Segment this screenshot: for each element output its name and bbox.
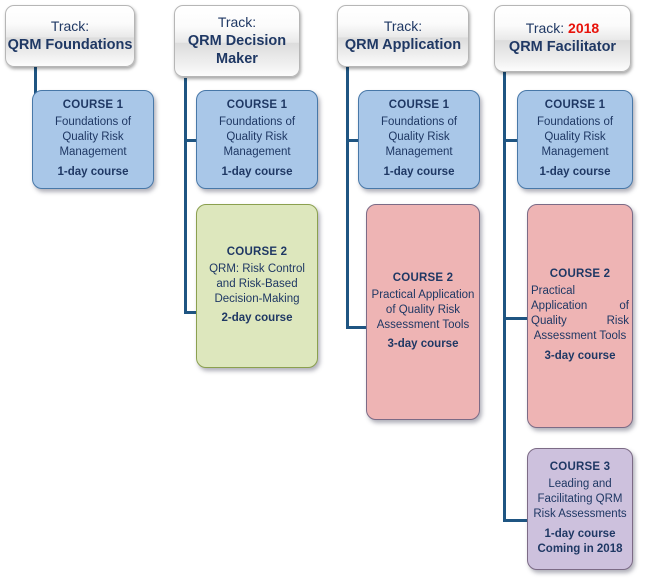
course-title: COURSE 1 [226,99,288,112]
course-card-track3-course1[interactable]: COURSE 1 Foundations of Quality Risk Man… [358,90,480,189]
course-description: Foundations of Quality Risk Management [536,116,614,158]
course-title: COURSE 2 [392,271,454,284]
track-header-name: QRM Application [344,36,462,53]
track-header-qrm-facilitator[interactable]: Track: 2018 QRM Facilitator [494,5,631,72]
track-header-name: QRM Foundations [7,36,133,53]
connector-horizontal-track-4-course-2 [503,317,529,320]
course-description: Foundations of Quality Risk Management [54,116,132,158]
track-header-label: Track: [217,13,257,30]
connector-horizontal-track-4-course-3 [503,519,529,522]
course-duration: 2-day course [221,312,293,325]
track-header-label: Track: [50,17,90,34]
course-description: Practical Application of Quality Risk As… [371,288,475,331]
connector-vertical-track-2 [184,78,187,314]
course-card-track3-course2[interactable]: COURSE 2 Practical Application of Qualit… [366,204,480,420]
course-card-track1-course1[interactable]: COURSE 1 Foundations of Quality Risk Man… [32,90,154,189]
track-header-name: QRM Facilitator [508,39,617,56]
course-duration: 1-day course [539,165,611,178]
track-header-label: Track: 2018 [525,20,600,37]
track-header-year-badge: 2018 [568,20,600,37]
course-card-track4-course2[interactable]: COURSE 2 Practical Application of Qualit… [527,204,633,428]
track-header-name: QRM Decision Maker [187,32,287,67]
course-description: Practical Application of Quality Risk As… [531,285,629,342]
course-duration: 3-day course [387,338,459,351]
course-description: Foundations of Quality Risk Management [218,116,296,158]
course-card-track2-course1[interactable]: COURSE 1 Foundations of Quality Risk Man… [196,90,318,189]
course-title: COURSE 3 [549,461,611,474]
course-title: COURSE 2 [226,245,288,258]
connector-horizontal-track-3-course-2 [346,326,372,329]
course-duration: 3-day course [544,349,616,362]
course-description: Leading and Facilitating QRM Risk Assess… [533,478,627,521]
connector-vertical-track-3 [346,66,349,329]
track-header-label: Track: [383,17,423,34]
course-description: Foundations of Quality Risk Management [380,116,458,158]
track-header-qrm-decision-maker[interactable]: Track: QRM Decision Maker [174,5,300,77]
course-duration: 1-day course [544,527,616,540]
course-title: COURSE 2 [549,268,611,281]
connector-horizontal-track-4-course-1 [503,139,529,142]
course-title: COURSE 1 [62,99,124,112]
course-card-track4-course1[interactable]: COURSE 1 Foundations of Quality Risk Man… [517,90,633,189]
course-duration: 1-day course [57,165,129,178]
course-duration: 1-day course [383,165,455,178]
course-title: COURSE 1 [544,99,606,112]
track-header-qrm-foundations[interactable]: Track: QRM Foundations [5,5,135,67]
course-description: QRM: Risk Control and Risk-Based Decisio… [209,262,305,305]
course-card-track2-course2[interactable]: COURSE 2 QRM: Risk Control and Risk-Base… [196,204,318,368]
course-card-track4-course3[interactable]: COURSE 3 Leading and Facilitating QRM Ri… [527,448,633,570]
course-title: COURSE 1 [388,99,450,112]
connector-vertical-track-4 [503,72,506,522]
course-availability-note: Coming in 2018 [537,542,623,555]
course-duration: 1-day course [221,165,293,178]
track-header-qrm-application[interactable]: Track: QRM Application [337,5,469,67]
